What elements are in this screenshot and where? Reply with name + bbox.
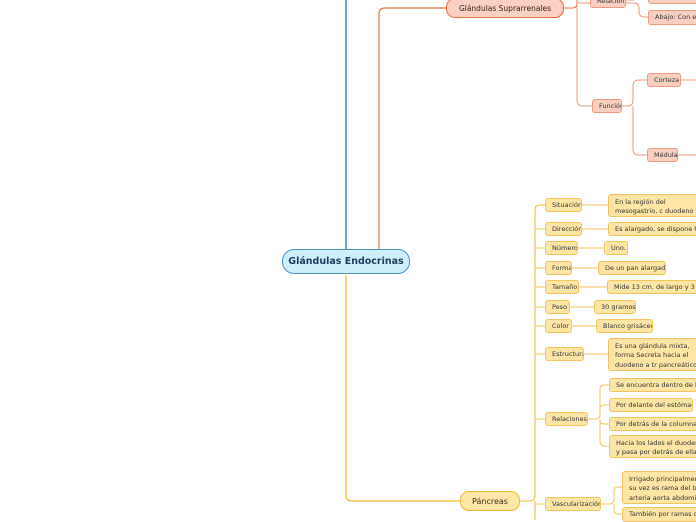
connector-suprarrenales — [346, 0, 384, 262]
subtopic-peso[interactable]: Peso — [545, 300, 570, 314]
value-estructura[interactable]: Es una glándula mixta, forma Secreta hac… — [608, 338, 696, 371]
subtopic-vascularizacion[interactable]: Vascularización — [545, 497, 601, 511]
relaciones-item[interactable]: Por detrás de la columna ver — [609, 417, 696, 431]
value-situacion[interactable]: En la región del mesogastrio, c duodeno … — [608, 194, 696, 217]
value-direccion[interactable]: Es alargado, se dispone horizo — [608, 222, 696, 236]
connector-pancreas — [345, 275, 460, 502]
subtopic-funcion[interactable]: Función — [592, 99, 622, 113]
vascularizacion-item[interactable]: Irrigado principalmente su vez es rama d… — [622, 471, 696, 504]
topic-glandulas-suprarrenales[interactable]: Glándulas Suprarrenales — [446, 0, 564, 18]
central-topic[interactable]: Glándulas Endocrinas — [282, 249, 410, 274]
subtopic-abajo[interactable]: Abajo: Con el r — [648, 10, 696, 25]
subtopic-relaciones[interactable]: Relaciones — [545, 412, 588, 426]
subtopic-relacion-top[interactable] — [648, 0, 696, 4]
topic-pancreas[interactable]: Páncreas — [460, 491, 520, 511]
subtopic-estructura[interactable]: Estructura — [545, 347, 584, 361]
value-forma[interactable]: De un pan alargado. — [598, 261, 666, 275]
value-tamano[interactable]: Mide 13 cm. de largo y 3 cm de — [607, 280, 696, 294]
subtopic-numero[interactable]: Número — [545, 241, 578, 255]
subtopic-direccion[interactable]: Dirección — [545, 222, 582, 236]
subtopic-relacion[interactable]: Relación — [590, 0, 626, 8]
value-numero[interactable]: Uno. — [604, 241, 628, 255]
value-color[interactable]: Blanco grisáceo. — [596, 319, 653, 333]
relaciones-item[interactable]: Hacia los lados el duodeno y pasa por de… — [609, 435, 696, 458]
subtopic-medula[interactable]: Médula — [647, 148, 678, 162]
value-peso[interactable]: 30 gramos. — [594, 300, 636, 314]
relaciones-item[interactable]: Por delante del estómago. — [609, 398, 693, 412]
subtopic-tamano[interactable]: Tamaño — [545, 280, 579, 294]
subtopic-color[interactable]: Color — [545, 319, 572, 333]
subtopic-situacion[interactable]: Situación — [545, 198, 582, 212]
subtopic-corteza[interactable]: Corteza — [647, 73, 681, 87]
relaciones-item[interactable]: Se encuentra dentro de la tra — [609, 378, 696, 392]
subtopic-forma[interactable]: Forma — [545, 261, 572, 275]
